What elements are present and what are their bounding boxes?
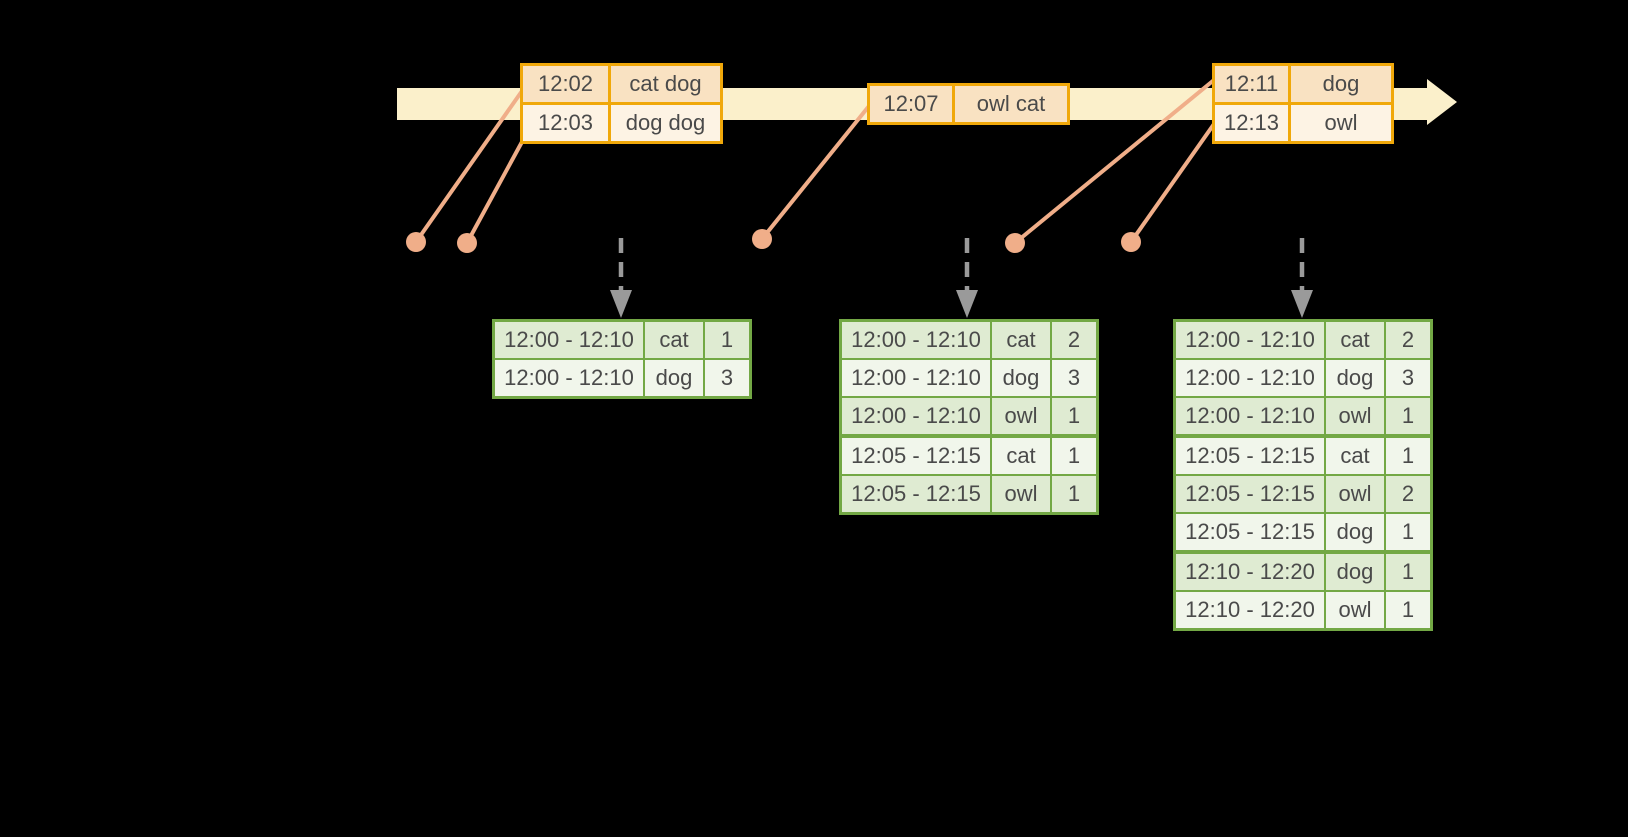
input-table-1: 12:02 cat dog 12:03 dog dog <box>520 63 723 144</box>
window-cell: 12:00 - 12:10 <box>842 398 990 434</box>
count-cell: 2 <box>1386 322 1430 358</box>
window-cell: 12:00 - 12:10 <box>1176 360 1324 396</box>
event-connector-line <box>760 104 871 241</box>
count-cell: 1 <box>1386 398 1430 434</box>
table-row: 12:00 - 12:10 owl 1 <box>1176 398 1430 434</box>
word-cell: owl <box>1326 476 1384 512</box>
event-time: 12:02 <box>523 66 608 102</box>
window-cell: 12:00 - 12:10 <box>842 322 990 358</box>
table-row: 12:05 - 12:15 owl 2 <box>1176 476 1430 512</box>
event-connector-line <box>1013 78 1216 245</box>
event-dot <box>1121 232 1141 252</box>
word-cell: dog <box>645 360 703 396</box>
table-row: 12:10 - 12:20 owl 1 <box>1176 592 1430 628</box>
count-cell: 3 <box>705 360 749 396</box>
timeline-arrowhead-icon <box>1427 79 1457 125</box>
input-table-2: 12:07 owl cat <box>867 83 1070 125</box>
table-row: 12:00 - 12:10 dog 3 <box>842 360 1096 396</box>
event-words: dog dog <box>611 105 720 141</box>
count-cell: 2 <box>1386 476 1430 512</box>
word-cell: cat <box>992 322 1050 358</box>
event-dot <box>406 232 426 252</box>
word-cell: owl <box>992 398 1050 434</box>
window-cell: 12:00 - 12:10 <box>1176 322 1324 358</box>
count-cell: 1 <box>1386 438 1430 474</box>
window-cell: 12:05 - 12:15 <box>842 476 990 512</box>
count-cell: 1 <box>1052 398 1096 434</box>
window-cell: 12:10 - 12:20 <box>1176 554 1324 590</box>
trigger-arrow-icon <box>1291 238 1313 318</box>
count-cell: 2 <box>1052 322 1096 358</box>
count-cell: 1 <box>1386 592 1430 628</box>
table-row: 12:13 owl <box>1215 105 1391 141</box>
event-connector-line <box>1129 122 1216 244</box>
table-row: 12:00 - 12:10 owl 1 <box>842 398 1096 434</box>
table-row: 12:00 - 12:10 dog 3 <box>495 360 749 396</box>
event-words: dog <box>1291 66 1391 102</box>
table-row: 12:00 - 12:10 cat 1 <box>495 322 749 358</box>
table-row: 12:07 owl cat <box>870 86 1067 122</box>
count-cell: 1 <box>1386 554 1430 590</box>
table-row: 12:00 - 12:10 dog 3 <box>1176 360 1430 396</box>
event-dot <box>752 229 772 249</box>
trigger-arrow-icon <box>956 238 978 318</box>
table-row: 12:05 - 12:15 dog 1 <box>1176 514 1430 550</box>
table-row: 12:05 - 12:15 owl 1 <box>842 476 1096 512</box>
window-cell: 12:00 - 12:10 <box>842 360 990 396</box>
table-row: 12:05 - 12:15 cat 1 <box>842 438 1096 474</box>
event-words: owl cat <box>955 86 1067 122</box>
count-cell: 1 <box>1386 514 1430 550</box>
event-dot <box>1005 233 1025 253</box>
table-row: 12:00 - 12:10 cat 2 <box>1176 322 1430 358</box>
word-cell: dog <box>1326 554 1384 590</box>
word-cell: cat <box>992 438 1050 474</box>
word-cell: cat <box>1326 438 1384 474</box>
event-time: 12:13 <box>1215 105 1288 141</box>
trigger-arrow-icon <box>610 238 632 318</box>
table-row: 12:05 - 12:15 cat 1 <box>1176 438 1430 474</box>
window-cell: 12:05 - 12:15 <box>842 438 990 474</box>
result-table-1: 12:00 - 12:10 cat 1 12:00 - 12:10 dog 3 <box>492 319 752 399</box>
count-cell: 3 <box>1386 360 1430 396</box>
count-cell: 1 <box>705 322 749 358</box>
event-connector-line <box>414 89 524 244</box>
event-time: 12:07 <box>870 86 952 122</box>
word-cell: owl <box>1326 592 1384 628</box>
window-cell: 12:00 - 12:10 <box>495 360 643 396</box>
count-cell: 1 <box>1052 476 1096 512</box>
count-cell: 3 <box>1052 360 1096 396</box>
table-row: 12:03 dog dog <box>523 105 720 141</box>
count-cell: 1 <box>1052 438 1096 474</box>
event-time: 12:11 <box>1215 66 1288 102</box>
window-cell: 12:05 - 12:15 <box>1176 514 1324 550</box>
result-table-2: 12:00 - 12:10 cat 2 12:00 - 12:10 dog 3 … <box>839 319 1099 515</box>
event-dot <box>457 233 477 253</box>
word-cell: owl <box>992 476 1050 512</box>
window-cell: 12:00 - 12:10 <box>495 322 643 358</box>
window-cell: 12:10 - 12:20 <box>1176 592 1324 628</box>
word-cell: cat <box>645 322 703 358</box>
window-cell: 12:00 - 12:10 <box>1176 398 1324 434</box>
window-cell: 12:05 - 12:15 <box>1176 476 1324 512</box>
event-words: cat dog <box>611 66 720 102</box>
table-row: 12:02 cat dog <box>523 66 720 102</box>
event-words: owl <box>1291 105 1391 141</box>
event-connector-line <box>465 139 525 244</box>
word-cell: owl <box>1326 398 1384 434</box>
event-time: 12:03 <box>523 105 608 141</box>
table-row: 12:11 dog <box>1215 66 1391 102</box>
input-table-3: 12:11 dog 12:13 owl <box>1212 63 1394 144</box>
word-cell: dog <box>1326 514 1384 550</box>
word-cell: dog <box>992 360 1050 396</box>
word-cell: cat <box>1326 322 1384 358</box>
result-table-3: 12:00 - 12:10 cat 2 12:00 - 12:10 dog 3 … <box>1173 319 1433 631</box>
table-row: 12:10 - 12:20 dog 1 <box>1176 554 1430 590</box>
word-cell: dog <box>1326 360 1384 396</box>
table-row: 12:00 - 12:10 cat 2 <box>842 322 1096 358</box>
window-cell: 12:05 - 12:15 <box>1176 438 1324 474</box>
